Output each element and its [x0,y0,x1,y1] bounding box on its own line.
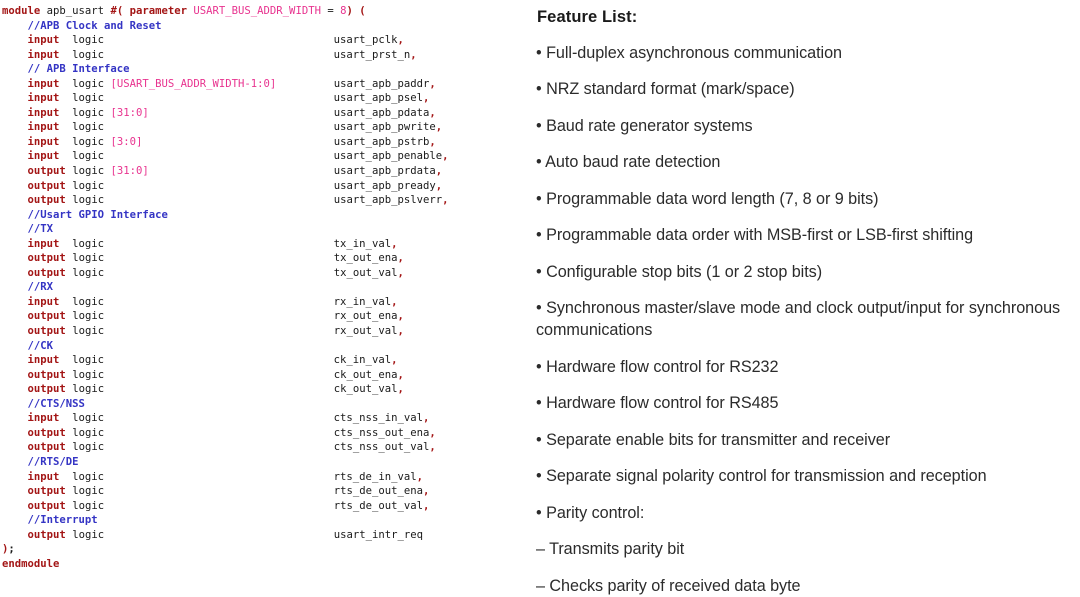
verilog-code-panel: module apb_usart #( parameter USART_BUS_… [0,0,520,570]
bullet-marker-icon: • [536,153,546,172]
code-line: output logic cts_nss_out_ena, [27,426,436,439]
code-line: endmodule [2,557,60,570]
bullet-marker-icon: • [536,262,547,281]
feature-list-item: • Auto baud rate detection [536,151,1080,173]
code-line: output logic usart_intr_req [27,528,423,541]
code-line: input logic usart_apb_pwrite, [27,121,443,134]
code-line: input logic usart_apb_psel, [27,92,430,105]
code-line: output logic [31:0] usart_apb_prdata, [27,165,443,178]
code-line: output logic rts_de_out_ena, [27,485,430,498]
feature-list-item: • Separate signal polarity control for t… [536,465,1080,487]
feature-list-item: • Synchronous master/slave mode and cloc… [536,297,1080,341]
dash-marker-icon: – [536,540,550,559]
feature-list-item: • Configurable stop bits (1 or 2 stop bi… [536,261,1080,283]
code-line: //APB Clock and Reset [27,19,162,32]
code-line: input logic [3:0] usart_apb_pstrb, [27,135,436,148]
code-line: //RX [27,281,54,294]
feature-list-item-label: Hardware flow control for RS485 [546,394,779,413]
code-line: input logic [31:0] usart_apb_pdata, [27,106,436,119]
code-line: //RTS/DE [27,455,79,468]
bullet-marker-icon: • [536,226,547,245]
bullet-marker-icon: • [536,116,547,135]
code-line: input logic [USART_BUS_ADDR_WIDTH-1:0] u… [27,77,436,90]
feature-list-item-label: Separate signal polarity control for tra… [546,467,987,486]
code-line: output logic usart_apb_pready, [27,179,443,192]
feature-list-item-label: Baud rate generator systems [546,116,753,135]
code-line: output logic ck_out_val, [27,383,404,396]
code-line: //TX [27,223,54,236]
code-line: output logic rts_de_out_val, [27,499,430,512]
code-line: input logic ck_in_val, [27,354,398,367]
feature-list-item: • Separate enable bits for transmitter a… [536,429,1080,451]
feature-list: • Full-duplex asynchronous communication… [536,42,1080,597]
feature-list-item-label: Programmable data word length (7, 8 or 9… [546,189,879,208]
bullet-marker-icon: • [536,80,547,99]
code-line: input logic rx_in_val, [27,295,398,308]
code-line: module apb_usart #( parameter USART_BUS_… [2,5,366,17]
feature-list-item-label: Separate enable bits for transmitter and… [546,430,891,449]
code-line: output logic cts_nss_out_val, [27,441,436,454]
feature-list-item-label: Checks parity of received data byte [549,576,801,595]
feature-list-item: • Parity control: [536,502,1080,524]
feature-list-item-label: Transmits parity bit [549,540,685,559]
feature-list-item: • Full-duplex asynchronous communication [536,42,1080,64]
code-line: //Interrupt [27,514,98,527]
feature-list-item: • Programmable data order with MSB-first… [536,224,1080,246]
code-line: //Usart GPIO Interface [27,208,168,221]
code-line: //CTS/NSS [27,397,85,410]
bullet-marker-icon: • [536,299,547,318]
feature-list-item-label: Programmable data order with MSB-first o… [546,226,974,245]
feature-list-item-label: Full-duplex asynchronous communication [546,43,842,62]
code-line: output logic tx_out_ena, [27,252,404,265]
code-line: input logic cts_nss_in_val, [27,412,430,425]
code-line: output logic usart_apb_pslverr, [27,194,449,207]
bullet-marker-icon: • [536,189,547,208]
bullet-marker-icon: • [536,394,547,413]
code-line: input logic usart_pclk, [27,34,404,47]
feature-list-item: • Hardware flow control for RS232 [536,356,1080,378]
code-line: input logic rts_de_in_val, [27,470,423,483]
code-line: output logic rx_out_val, [27,325,404,338]
code-line: input logic usart_apb_penable, [27,150,449,163]
feature-list-item: • Programmable data word length (7, 8 or… [536,188,1080,210]
feature-list-item-label: NRZ standard format (mark/space) [546,80,795,99]
feature-list-panel: Feature List: • Full-duplex asynchronous… [536,0,1080,595]
feature-list-item-label: Parity control: [546,503,645,522]
bullet-marker-icon: • [536,357,547,376]
feature-list-item: • NRZ standard format (mark/space) [536,78,1080,100]
feature-list-item-label: Synchronous master/slave mode and clock … [536,299,1061,340]
feature-list-item: – Checks parity of received data byte [536,575,1080,597]
bullet-marker-icon: • [536,430,547,449]
dash-marker-icon: – [536,576,550,595]
bullet-marker-icon: • [536,43,547,62]
code-line: input logic usart_prst_n, [27,48,417,61]
feature-list-item-label: Hardware flow control for RS232 [546,357,779,376]
feature-list-item-label: Auto baud rate detection [545,153,721,172]
code-line: input logic tx_in_val, [27,237,398,250]
code-line: // APB Interface [27,63,130,76]
feature-list-item: • Baud rate generator systems [536,115,1080,137]
code-line: output logic rx_out_ena, [27,310,404,323]
code-line: output logic ck_out_ena, [27,368,404,381]
feature-list-title: Feature List: [537,8,638,26]
code-line: output logic tx_out_val, [27,266,404,279]
code-line: ); [2,543,15,556]
feature-list-item: • Hardware flow control for RS485 [536,392,1080,414]
bullet-marker-icon: • [536,503,547,522]
bullet-marker-icon: • [536,467,547,486]
feature-list-item-label: Configurable stop bits (1 or 2 stop bits… [546,262,823,281]
verilog-source-listing[interactable]: module apb_usart #( parameter USART_BUS_… [0,0,520,571]
feature-list-item: – Transmits parity bit [536,538,1080,560]
code-line: //CK [27,339,54,352]
